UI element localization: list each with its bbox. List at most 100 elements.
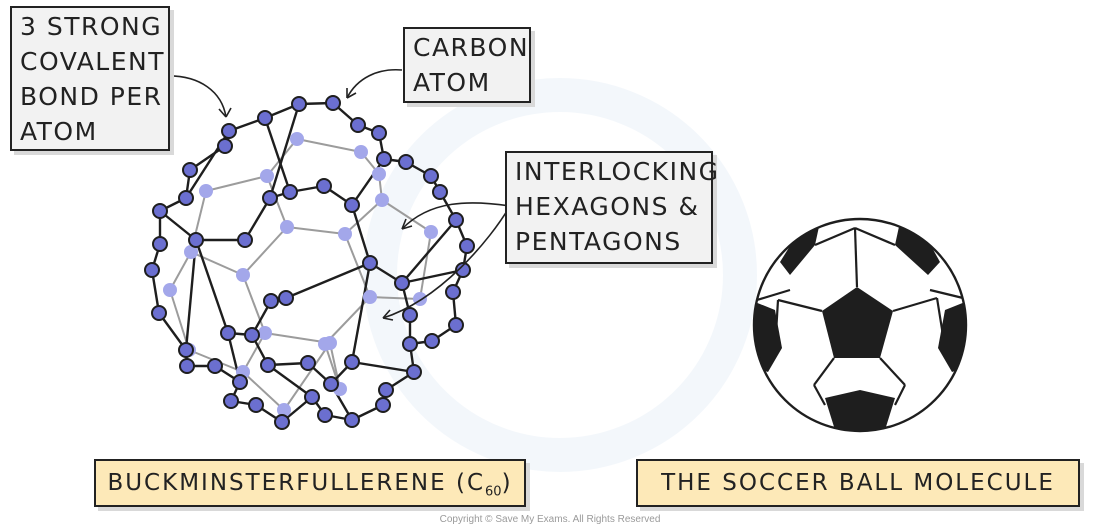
carbon-atom — [260, 169, 274, 183]
arrow-interlocking-lower — [382, 205, 511, 319]
bond-line — [268, 103, 301, 199]
carbon-atom — [248, 397, 264, 413]
bond-line — [190, 251, 244, 276]
carbon-atom — [448, 212, 464, 228]
bond-line — [401, 219, 457, 284]
carbon-atom — [371, 125, 387, 141]
carbon-atom — [354, 145, 368, 159]
carbon-atom — [323, 376, 339, 392]
label-line: 3 STRONG — [20, 12, 163, 41]
carbon-atom — [423, 168, 439, 184]
caption-close: ) — [501, 470, 513, 496]
carbon-atom — [151, 305, 167, 321]
carbon-atom — [406, 364, 422, 380]
carbon-atom — [257, 110, 273, 126]
bond-line — [184, 239, 198, 351]
carbon-atom — [318, 337, 332, 351]
carbon-atom — [152, 236, 168, 252]
carbon-atom — [277, 403, 291, 417]
carbon-atom — [398, 154, 414, 170]
carbon-atom — [344, 197, 360, 213]
label-carbon-atom: CARBON ATOM — [403, 27, 531, 103]
bond-line — [401, 268, 464, 285]
carbon-atom — [290, 132, 304, 146]
carbon-atom — [217, 138, 233, 154]
carbon-atom — [325, 95, 341, 111]
watermark-logo — [363, 78, 757, 472]
bond-line — [344, 199, 383, 235]
front-carbon-atoms — [144, 95, 475, 430]
caption-soccer-ball: THE SOCCER BALL MOLECULE — [636, 459, 1080, 507]
label-line: ATOM — [20, 117, 98, 146]
copyright-text: Copyright © Save My Exams. All Rights Re… — [439, 514, 661, 525]
carbon-atom — [375, 193, 389, 207]
carbon-atom — [188, 232, 204, 248]
carbon-atom — [178, 190, 194, 206]
carbon-atom — [152, 203, 168, 219]
carbon-atom — [424, 333, 440, 349]
carbon-atom — [237, 232, 253, 248]
arrow-carbon-atom — [346, 68, 403, 99]
carbon-atom — [375, 397, 391, 413]
caption-text: BUCKMINSTERFULLERENE (C — [107, 470, 486, 496]
caption-buckminsterfullerene: BUCKMINSTERFULLERENE (C60) — [94, 459, 526, 507]
carbon-atom — [207, 358, 223, 374]
carbon-atom — [282, 184, 298, 200]
carbon-atom — [163, 283, 177, 297]
carbon-atom — [448, 317, 464, 333]
carbon-atom — [344, 354, 360, 370]
bond-line — [263, 117, 292, 193]
bond-line — [283, 342, 331, 411]
label-line: HEXAGONS & — [515, 192, 700, 221]
carbon-atom — [363, 290, 377, 304]
carbon-atom — [236, 268, 250, 282]
carbon-atom — [244, 327, 260, 343]
bond-line — [194, 239, 230, 334]
bond-line — [242, 371, 285, 411]
carbon-atom — [258, 326, 272, 340]
carbon-atom — [278, 290, 294, 306]
carbon-atom — [179, 358, 195, 374]
carbon-atom — [144, 262, 160, 278]
bond-line — [351, 360, 415, 374]
carbon-atom — [232, 374, 248, 390]
carbon-atom — [455, 262, 471, 278]
carbon-atom — [316, 178, 332, 194]
bond-line — [350, 262, 372, 363]
carbon-atom — [304, 389, 320, 405]
carbon-atom — [402, 336, 418, 352]
carbon-atom — [432, 184, 448, 200]
label-interlocking: INTERLOCKING HEXAGONS & PENTAGONS — [505, 151, 720, 264]
bond-line — [205, 175, 268, 192]
carbon-atom — [221, 123, 237, 139]
carbon-atom — [376, 151, 392, 167]
bond-line — [286, 226, 346, 235]
carbon-atom — [223, 393, 239, 409]
bond-line — [350, 204, 372, 264]
carbon-atom — [372, 167, 386, 181]
bond-line — [419, 231, 432, 300]
carbon-atom — [280, 220, 294, 234]
carbon-atom — [274, 414, 290, 430]
carbon-atom — [338, 227, 352, 241]
carbon-atom — [260, 357, 276, 373]
label-covalent-bonds: 3 STRONG COVALENT BOND PER ATOM — [10, 6, 170, 151]
arrow-interlocking-upper — [401, 202, 511, 230]
label-line: INTERLOCKING — [515, 157, 720, 186]
carbon-atom — [424, 225, 438, 239]
bond-line — [351, 158, 385, 206]
bond-line — [169, 251, 192, 291]
bond-line — [285, 261, 371, 300]
carbon-atom — [317, 407, 333, 423]
label-line: COVALENT — [20, 47, 165, 76]
back-bond-lines — [169, 138, 432, 411]
arrow-covalent-bond — [165, 75, 227, 118]
carbon-atom — [459, 238, 475, 254]
carbon-atom — [344, 412, 360, 428]
caption-subscript: 60 — [485, 484, 502, 500]
carbon-atom — [394, 275, 410, 291]
carbon-atom — [445, 284, 461, 300]
bond-line — [296, 138, 362, 153]
label-line: BOND PER — [20, 82, 163, 111]
